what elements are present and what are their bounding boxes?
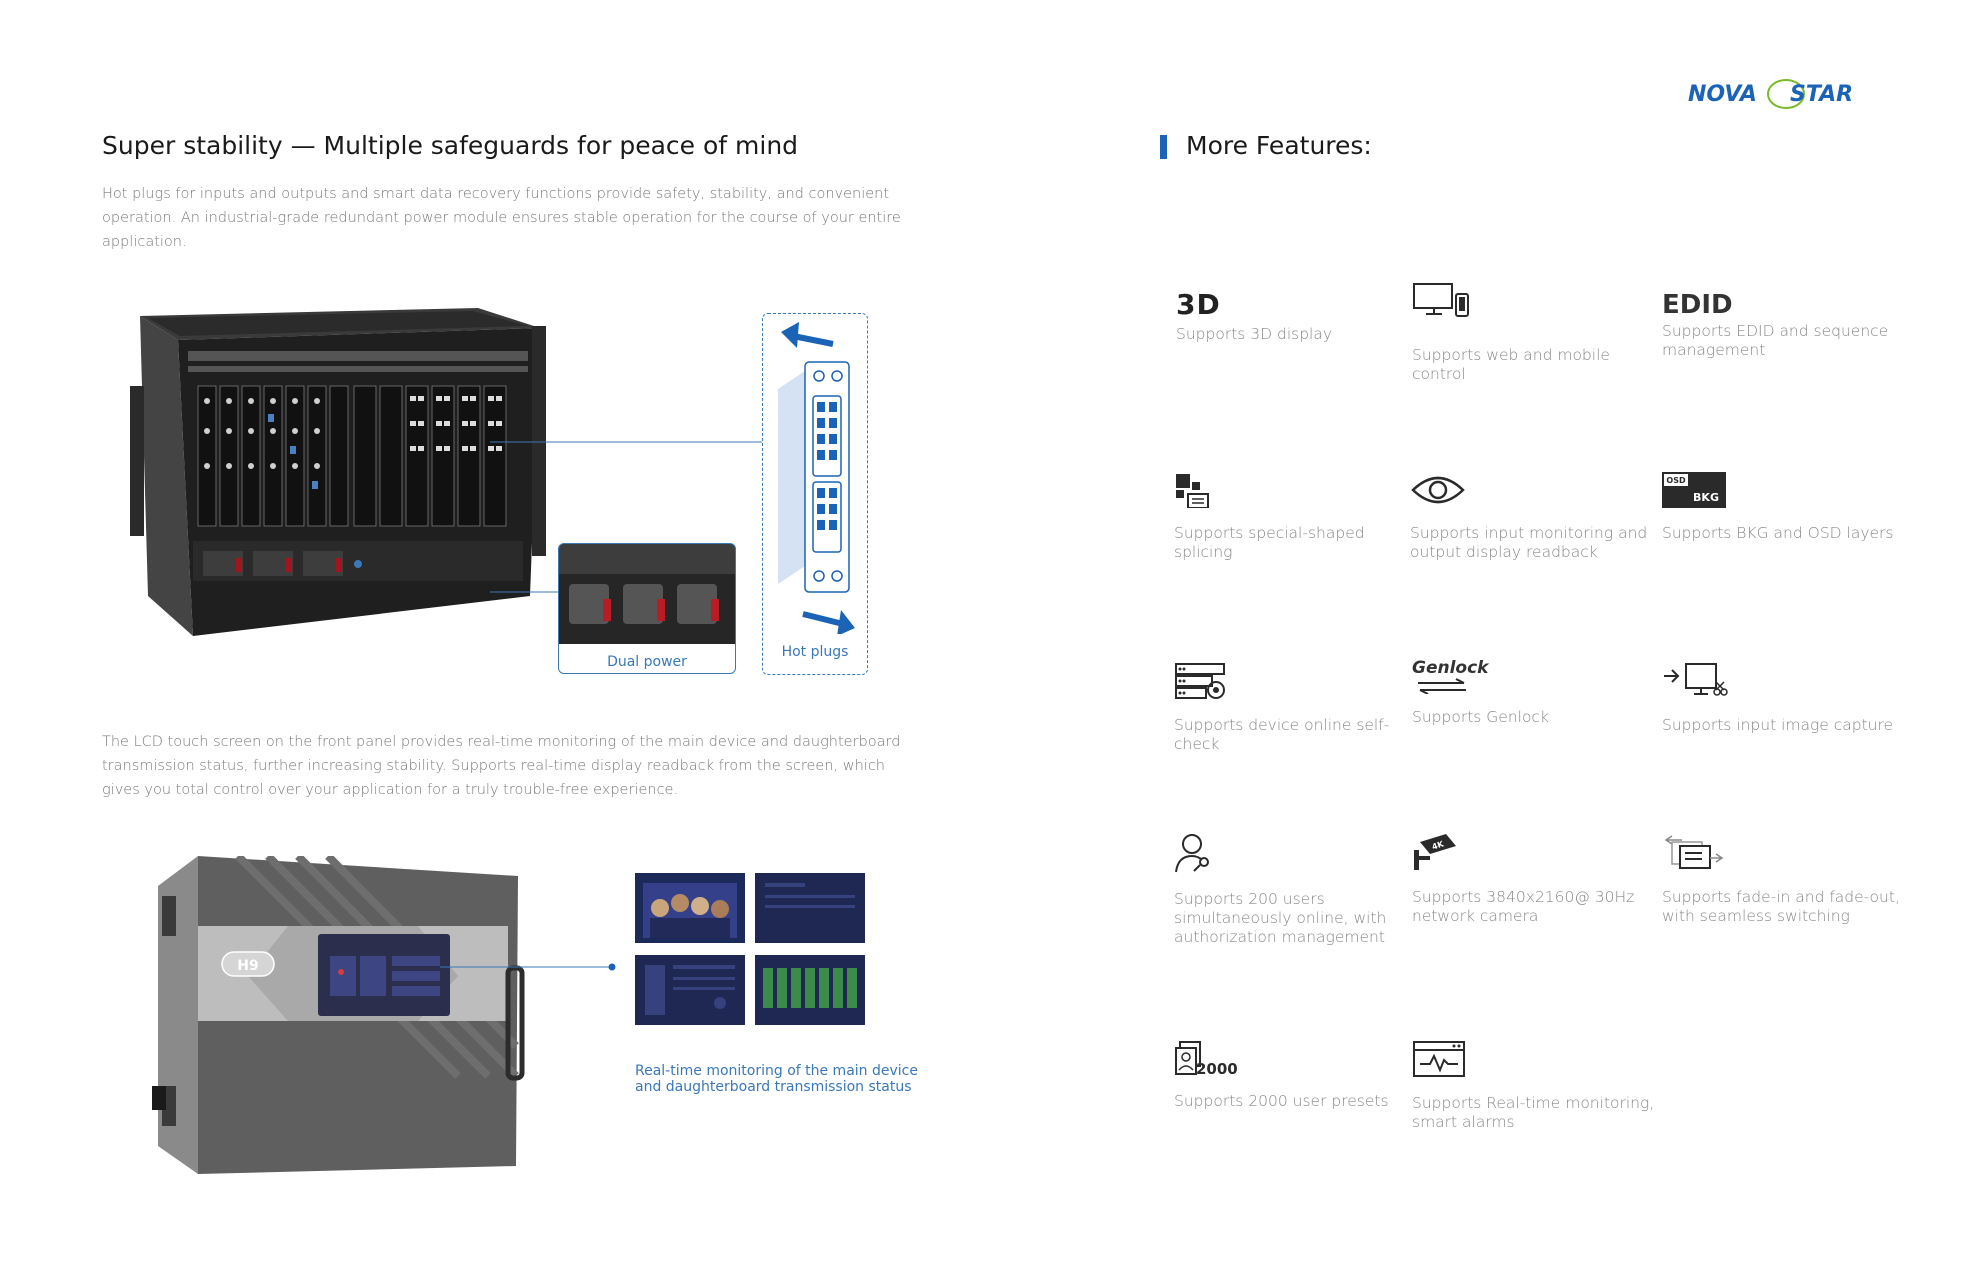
feature-image-capture: Supports input image capture: [1662, 662, 1902, 735]
lcd-screenshots: [635, 873, 865, 1025]
dual-power-label: Dual power: [607, 654, 687, 670]
feature-text: Supports Genlock: [1412, 708, 1549, 726]
lcd-paragraph: The LCD touch screen on the front panel …: [102, 734, 901, 798]
feature-edid: EDID Supports EDID and sequence manageme…: [1662, 290, 1902, 360]
feature-text: Supports 3D display: [1176, 325, 1333, 343]
feature-users: Supports 200 users simultaneously online…: [1174, 832, 1414, 947]
dual-power-callout: Dual power: [558, 543, 736, 674]
arrow-right-icon: [802, 610, 855, 636]
devices-icon: [1413, 283, 1469, 317]
feature-text: Supports BKG and OSD layers: [1662, 524, 1894, 542]
novastar-logo: NOVA STAR: [1688, 79, 1853, 109]
feature-text: Supports web and mobile control: [1412, 346, 1610, 383]
power-module-image: [559, 544, 735, 644]
feature-text: Supports Real-time monitoring, smart ala…: [1412, 1094, 1655, 1131]
eye-icon: [1411, 476, 1465, 504]
feature-text: Supports input image capture: [1662, 716, 1894, 734]
feature-self-check: Supports device online self-check: [1174, 662, 1414, 754]
more-features-title: More Features:: [1186, 131, 1372, 160]
osd-bkg-icon: OSD BKG: [1662, 472, 1726, 508]
feature-text: Supports EDID and sequence management: [1662, 322, 1889, 359]
svg-text:NOVA: NOVA: [1688, 82, 1757, 107]
callout-lines: [490, 441, 762, 593]
image-capture-icon: [1664, 663, 1728, 696]
svg-text:OSD: OSD: [1666, 476, 1686, 485]
feature-splicing: Supports special-shaped splicing: [1174, 472, 1414, 562]
arrow-left-icon: [781, 322, 834, 348]
svg-text:2000: 2000: [1196, 1060, 1238, 1076]
hot-plugs-label: Hot plugs: [781, 644, 849, 660]
feature-text: Supports 2000 user presets: [1174, 1092, 1389, 1110]
feature-bkg-osd: OSD BKG Supports BKG and OSD layers: [1662, 472, 1902, 543]
feature-fade-switch: Supports fade-in and fade-out, with seam…: [1662, 834, 1902, 926]
svg-text:STAR: STAR: [1790, 82, 1853, 107]
3d-icon: 3D: [1176, 288, 1221, 321]
svg-text:BKG: BKG: [1693, 491, 1719, 504]
page-title: Super stability — Multiple safeguards fo…: [102, 131, 799, 160]
hot-plug-card-image: [778, 322, 855, 636]
poster-thumbnail: [643, 883, 737, 938]
svg-text:4K: 4K: [1431, 839, 1446, 851]
section-accent-bar: [1160, 135, 1167, 159]
lcd-caption: Real-time monitoring of the main device …: [635, 1063, 918, 1095]
monitoring-alarm-icon: [1413, 1041, 1465, 1077]
intro-paragraph: Hot plugs for inputs and outputs and sma…: [102, 186, 901, 250]
feature-genlock: Genlock Supports Genlock: [1412, 658, 1652, 727]
feature-web-mobile: Supports web and mobile control: [1412, 282, 1652, 384]
genlock-arrows-icon: [1418, 678, 1466, 695]
presets-icon: 2000: [1175, 1041, 1238, 1078]
feature-monitoring-readback: Supports input monitoring and output dis…: [1410, 472, 1670, 562]
feature-text: Supports 3840x2160@ 30Hz network camera: [1412, 888, 1635, 925]
feature-presets: 2000 Supports 2000 user presets: [1174, 1040, 1414, 1111]
self-check-icon: [1175, 663, 1225, 699]
device-badge: H9: [237, 958, 258, 974]
genlock-icon: Genlock: [1412, 658, 1489, 678]
lcd-callout-line: [440, 963, 616, 971]
network-camera-icon: 4K: [1414, 834, 1456, 870]
feature-text: Supports fade-in and fade-out, with seam…: [1662, 888, 1900, 925]
feature-monitoring-alarms: Supports Real-time monitoring, smart ala…: [1412, 1040, 1662, 1132]
splicing-icon: [1176, 474, 1209, 509]
fade-switch-icon: [1664, 835, 1724, 869]
chassis-front-image: H9: [152, 856, 525, 1174]
feature-text: Supports special-shaped splicing: [1174, 524, 1365, 561]
chassis-rear-image: [130, 308, 546, 636]
edid-icon: EDID: [1662, 290, 1733, 320]
hot-plugs-callout: Hot plugs: [762, 313, 868, 675]
feature-text: Supports device online self-check: [1174, 716, 1390, 753]
feature-text: Supports input monitoring and output dis…: [1410, 524, 1648, 561]
feature-text: Supports 200 users simultaneously online…: [1174, 890, 1387, 946]
user-key-icon: [1175, 834, 1209, 873]
feature-3d: 3D Supports 3D display: [1176, 288, 1416, 344]
feature-network-camera: 4K Supports 3840x2160@ 30Hz network came…: [1412, 832, 1652, 926]
